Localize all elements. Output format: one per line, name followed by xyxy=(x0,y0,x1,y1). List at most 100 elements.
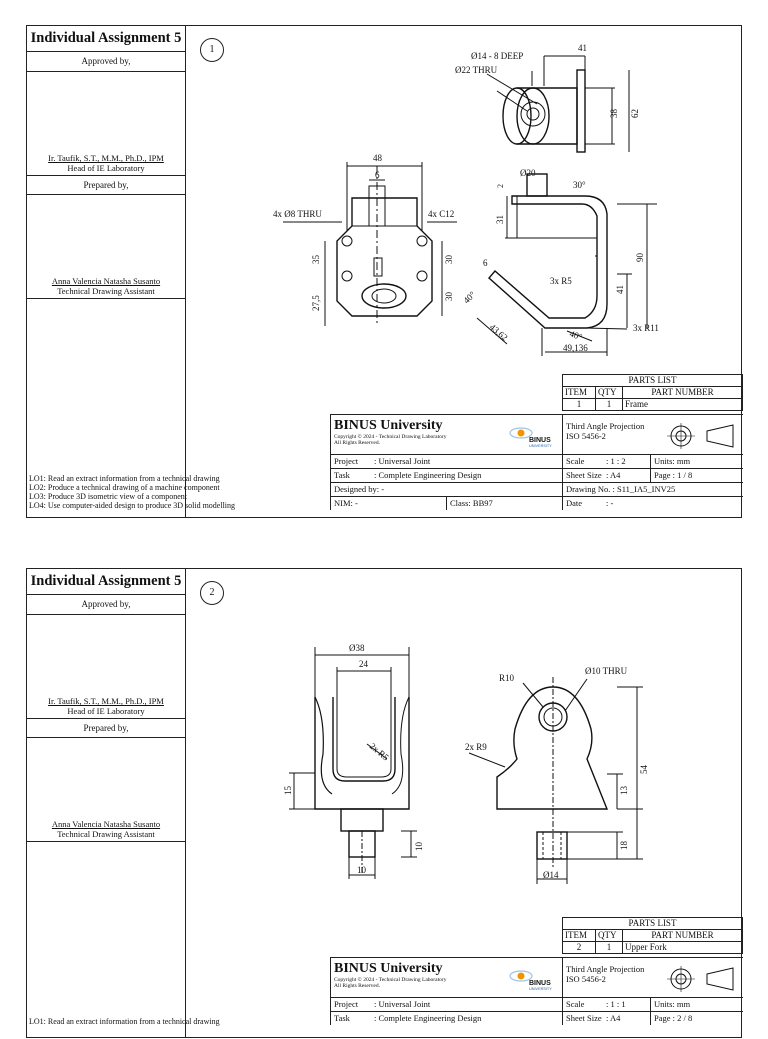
dim-label: 4x Ø8 THRU xyxy=(273,209,322,219)
rights-text: All Rights Reserved. xyxy=(334,983,380,989)
parts-cell: 1 xyxy=(562,398,596,411)
dim-label: 3x R11 xyxy=(633,323,659,333)
task-label: Task xyxy=(334,470,350,480)
sheet-size-label: Sheet Size xyxy=(566,470,602,480)
dim-label: 4x C12 xyxy=(428,209,454,219)
dim-label: 41 xyxy=(578,43,587,53)
upper-fork-drawing: Ø38 24 2x R5 15 10 10 R10 Ø10 THRU 2x R9… xyxy=(283,643,649,884)
svg-text:UNIVERSITY: UNIVERSITY xyxy=(529,444,552,448)
dim-label: 38 xyxy=(609,109,619,119)
scale-label: Scale xyxy=(566,456,585,466)
dim-label: 30° xyxy=(573,180,586,190)
fork-side-view xyxy=(468,677,643,884)
dim-label: 41 xyxy=(615,285,625,294)
dim-label: 49,136 xyxy=(563,343,588,353)
title-block: BINUS University Copyright © 2024 - Tech… xyxy=(330,957,743,1039)
parts-col-header: QTY xyxy=(595,386,623,399)
dim-label: 18 xyxy=(619,841,629,851)
learning-outcome: LO2: Produce a technical drawing of a ma… xyxy=(29,483,220,492)
dim-label: Ø20 xyxy=(520,168,536,178)
dim-label: Ø22 THRU xyxy=(455,65,498,75)
parts-cell: Upper Fork xyxy=(622,941,743,954)
title-block: BINUS University Copyright © 2024 - Tech… xyxy=(330,414,743,519)
dim-label: 43,62 xyxy=(488,322,510,343)
parts-list: PARTS LIST ITEM QTY PART NUMBER 1 1 Fram… xyxy=(562,374,743,411)
dim-label: 48 xyxy=(373,153,383,163)
project-label: Project xyxy=(334,999,359,1009)
dim-label: 31 xyxy=(495,215,505,224)
fork-front-view xyxy=(289,647,417,879)
dim-label: 6 xyxy=(483,258,488,268)
projection-symbol-icon xyxy=(667,423,734,449)
copyright-text: Copyright © 2024 - Technical Drawing Lab… xyxy=(334,977,447,983)
parts-col-header: ITEM xyxy=(562,386,596,399)
scale-value: : 1 : 1 xyxy=(606,999,626,1009)
dim-label: 30 xyxy=(444,255,454,265)
dim-label: 2 xyxy=(496,184,505,188)
projection-label: Third Angle Projection xyxy=(566,964,645,974)
parts-cell: 1 xyxy=(595,941,623,954)
dim-label: 30 xyxy=(444,292,454,302)
parts-list: PARTS LIST ITEM QTY PART NUMBER 2 1 Uppe… xyxy=(562,917,743,954)
parts-col-header: ITEM xyxy=(562,929,596,942)
assignment-title: Individual Assignment 5 xyxy=(27,569,185,595)
nim-field: NIM: - xyxy=(331,497,447,510)
table-row: 1 1 Frame xyxy=(562,398,743,411)
frame-bent-view xyxy=(476,173,657,356)
standard-label: ISO 5456-2 xyxy=(566,974,606,984)
prepared-by-label: Prepared by, xyxy=(27,176,185,195)
approved-by-label: Approved by, xyxy=(27,52,185,72)
dim-label: 24 xyxy=(359,659,369,669)
frame-front-view xyxy=(283,162,457,326)
svg-text:BINUS: BINUS xyxy=(529,980,551,987)
date-label: Date xyxy=(566,498,583,508)
dim-label: R10 xyxy=(499,673,515,683)
frame-side-view xyxy=(486,55,630,153)
scale-label: Scale xyxy=(566,999,585,1009)
dim-label: 13 xyxy=(619,786,629,796)
project-label: Project xyxy=(334,456,359,466)
frame-drawing: Ø14 - 8 DEEP Ø22 THRU 41 38 62 48 6 4x Ø… xyxy=(273,43,659,356)
projection-symbol-icon xyxy=(667,966,734,992)
sheet-sidebar: Individual Assignment 5 Approved by, Ir.… xyxy=(27,569,186,1037)
project-value: : Universal Joint xyxy=(374,999,431,1009)
dim-label: 54 xyxy=(639,765,649,775)
copyright-text: Copyright © 2024 - Technical Drawing Lab… xyxy=(334,434,447,440)
task-label: Task xyxy=(334,1013,350,1023)
task-value: : Complete Engineering Design xyxy=(374,470,482,480)
drawing-sheet-2: Individual Assignment 5 Approved by, Ir.… xyxy=(26,568,743,1039)
parts-list-header: PARTS LIST xyxy=(562,374,743,387)
dim-label: 2x R9 xyxy=(465,742,487,752)
learning-outcome: LO4: Use computer-aided design to produc… xyxy=(29,501,236,510)
standard-label: ISO 5456-2 xyxy=(566,431,606,441)
approver-name: Ir. Taufik, S.T., M.M., Ph.D., IPM xyxy=(48,153,164,163)
drawing-number: Drawing No. : S11_IA5_INV25 xyxy=(566,484,676,494)
task-value: : Complete Engineering Design xyxy=(374,1013,482,1023)
learning-outcome: LO1: Read an extract information from a … xyxy=(29,1017,220,1026)
parts-col-header: PART NUMBER xyxy=(622,929,743,942)
prepared-by-label: Prepared by, xyxy=(27,719,185,738)
page-label: Page : 1 / 8 xyxy=(654,470,693,480)
rights-text: All Rights Reserved. xyxy=(334,440,380,446)
dim-label: Ø10 THRU xyxy=(585,666,628,676)
approver-role: Head of IE Laboratory xyxy=(67,705,145,716)
learning-outcome: LO3: Produce 3D isometric view of a comp… xyxy=(29,492,187,501)
class-field: Class: BB97 xyxy=(447,497,563,510)
dim-label: 90 xyxy=(635,253,645,263)
view-number-badge: 2 xyxy=(200,581,224,605)
dim-label: 40° xyxy=(568,328,584,342)
dim-label: 35 xyxy=(311,255,321,265)
parts-col-header: PART NUMBER xyxy=(622,386,743,399)
project-value: : Universal Joint xyxy=(374,456,431,466)
university-name: BINUS University xyxy=(334,961,443,976)
units-label: Units: mm xyxy=(654,999,691,1009)
drawing-sheet-1: Individual Assignment 5 Approved by, Ir.… xyxy=(26,25,743,519)
dim-label: 15 xyxy=(283,786,293,796)
dim-label: 10 xyxy=(414,842,424,852)
learning-outcome: LO1: Read an extract information from a … xyxy=(29,474,220,483)
